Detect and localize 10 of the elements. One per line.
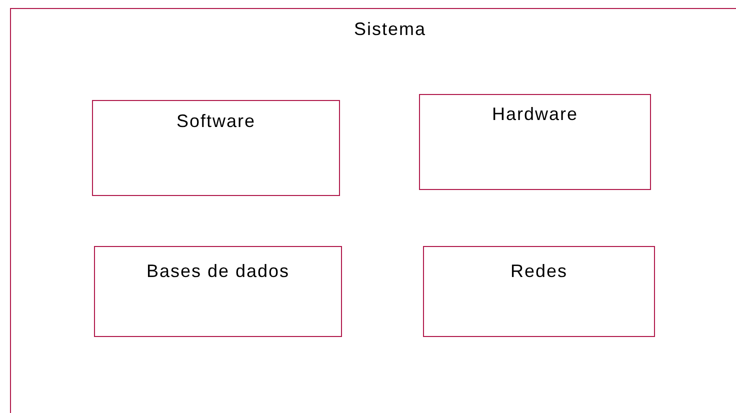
box-label: Bases de dados — [145, 261, 291, 282]
component-box — [419, 94, 651, 190]
component-box — [92, 100, 340, 196]
component-box — [423, 246, 655, 337]
box-label: Hardware — [490, 104, 580, 125]
box-label: Redes — [509, 261, 569, 282]
box-label: Software — [175, 111, 257, 132]
component-box — [94, 246, 342, 337]
system-frame — [10, 8, 736, 413]
frame-title: Sistema — [352, 19, 428, 40]
